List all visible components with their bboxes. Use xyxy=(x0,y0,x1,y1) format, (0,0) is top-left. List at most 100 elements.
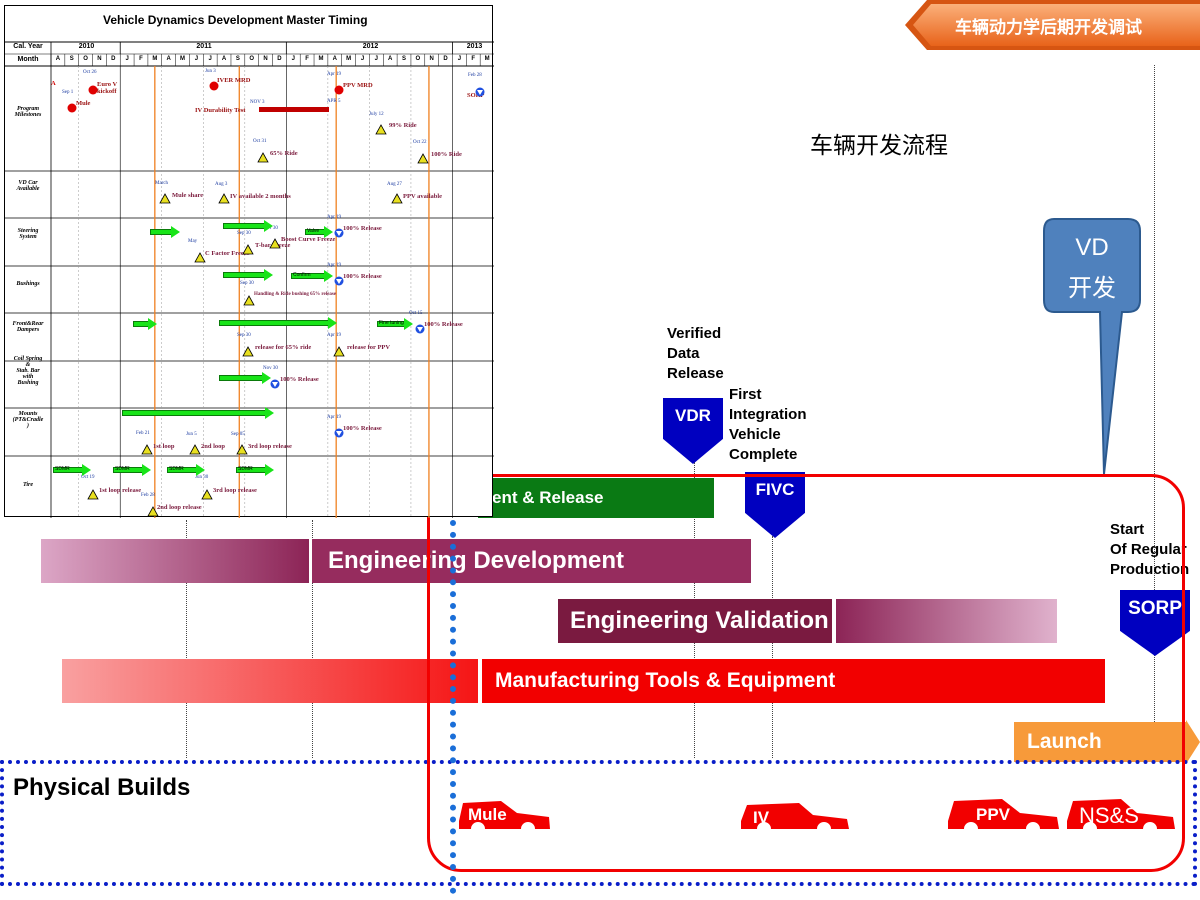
steer-release-text: 100% Release xyxy=(343,225,382,232)
month-cell: M xyxy=(180,56,186,62)
tire-arrow-label: SDMR xyxy=(55,466,70,472)
mule-car: Mule xyxy=(457,795,552,837)
ppv-car: PPV xyxy=(946,795,1061,837)
month-cell: J xyxy=(125,56,129,62)
mount-3rd-text: 3rd loop release xyxy=(248,443,292,450)
mule-date: Sep 1 xyxy=(62,90,74,95)
guide-line xyxy=(186,520,187,758)
engineering-development-bar: Engineering Development xyxy=(312,539,751,583)
nss-car: NS&S xyxy=(1065,795,1177,837)
mount-2nd-text: 2nd loop xyxy=(201,443,226,450)
month-cell: O xyxy=(83,56,88,62)
iver-date: Jun 3 xyxy=(205,69,216,74)
month-cell: M xyxy=(346,56,352,62)
cfactor-date: May xyxy=(188,239,198,244)
highlight-rect xyxy=(427,474,1185,872)
year-2012: 2012 xyxy=(362,43,379,50)
design-release-label: ent & Release xyxy=(492,488,604,507)
fivc-desc-line: Vehicle xyxy=(729,426,781,443)
bush-release-date: Apr 19 xyxy=(327,263,342,268)
month-cell: N xyxy=(263,56,268,62)
sorp-desc-line: Of Regular xyxy=(1110,541,1187,558)
year-2011: 2011 xyxy=(196,43,212,50)
ride100-text: 100% Ride xyxy=(431,151,462,158)
tire-3rd-text: 3rd loop release xyxy=(213,487,257,494)
manufacturing-bar-fade xyxy=(62,659,478,703)
vdr-marker: VDR xyxy=(663,398,723,464)
tire-arrow: SDMR xyxy=(53,464,91,476)
bush-handling-text: Handling & Ride bushing 65% release xyxy=(254,292,337,297)
tbar-date: Sep 30 xyxy=(237,231,251,236)
bush-confirm-label: Confirm xyxy=(293,272,311,278)
a-mark: A xyxy=(51,80,56,87)
launch-arrow: Launch xyxy=(1014,720,1200,764)
month-cell: M xyxy=(152,56,158,62)
fivc-desc-line: First xyxy=(729,386,762,403)
fivc-desc-line: Integration xyxy=(729,406,807,423)
physical-builds-frame xyxy=(0,760,1197,886)
damp-fine-label: Fine tuning xyxy=(379,320,404,326)
mount-3rd-date: Sep 05 xyxy=(231,432,245,437)
engineering-validation-bar: Engineering Validation xyxy=(558,599,832,643)
vdr-description: Verified Data Release xyxy=(667,324,724,384)
iver-mrd-text: IVER MRD xyxy=(217,77,251,84)
process-title: 车辆开发流程 xyxy=(810,132,948,158)
ride65-text: 65% Ride xyxy=(270,150,298,157)
iv-car: IV xyxy=(739,795,851,837)
month-cell: O xyxy=(249,56,255,62)
damp-ppv-date: Apr 19 xyxy=(327,333,342,338)
tire-1st-date: Oct 19 xyxy=(81,475,95,480)
spring-release-text: 100% Release xyxy=(280,376,319,383)
month-cell: J xyxy=(374,56,378,62)
month-cell: J xyxy=(194,56,199,62)
month-cell: A xyxy=(166,56,171,62)
ppv-available-text: PPV available xyxy=(403,193,443,200)
spring-arrow xyxy=(219,372,271,384)
launch-label: Launch xyxy=(1027,730,1102,753)
month-cell: A xyxy=(388,56,393,62)
mount-1st-date: Feb 21 xyxy=(136,431,150,436)
guide-line xyxy=(772,536,773,758)
mount-release-text: 100% Release xyxy=(343,425,382,432)
cal-year-label: Cal. Year xyxy=(13,43,43,50)
vdr-desc-line: Data xyxy=(667,345,700,362)
mule-share-date: March xyxy=(155,181,169,186)
damp-release-date: Oct 15 xyxy=(409,311,423,316)
steering-valve-arrow: Valve xyxy=(305,226,333,238)
tire-3rd-date: Jun 30 xyxy=(195,475,209,480)
year-2010: 2010 xyxy=(78,43,95,50)
iv-durability-date: NOV 3 xyxy=(250,100,265,105)
mule-label: Mule xyxy=(468,805,507,824)
damp-65-date: Sep 30 xyxy=(237,333,251,338)
manufacturing-label: Manufacturing Tools & Equipment xyxy=(495,669,836,692)
tire-arrow-label: SDMR xyxy=(169,466,184,472)
ride100-date: Oct 22 xyxy=(413,140,427,145)
month-label: Month xyxy=(17,56,39,63)
steering-arrow xyxy=(150,226,180,238)
tire-arrow-label: SDMR xyxy=(115,466,130,472)
cfactor-text: C Factor Freeze xyxy=(205,250,250,257)
month-cell: A xyxy=(332,56,337,62)
month-cell: J xyxy=(291,56,295,62)
apr5-date: APR 5 xyxy=(327,99,341,104)
month-cell: A xyxy=(221,56,227,62)
vd-callout: VD 开发 xyxy=(1040,216,1155,476)
damper-arrow xyxy=(133,318,157,330)
engineering-validation-label: Engineering Validation xyxy=(570,607,829,634)
guide-line xyxy=(1154,65,1155,758)
mule-text: Mule xyxy=(76,100,91,107)
month-cell: D xyxy=(111,56,116,62)
vd-callout-line1: VD xyxy=(1075,234,1109,261)
row-label-mounts: Mounts(PT&Cradle) xyxy=(12,411,44,429)
nss-label: NS&S xyxy=(1079,803,1139,828)
engineering-development-label: Engineering Development xyxy=(328,547,625,574)
month-cell: N xyxy=(97,56,102,62)
master-timing-chart: Vehicle Dynamics Development Master Timi… xyxy=(4,5,494,518)
vdr-desc-line: Verified xyxy=(667,325,722,342)
vd-callout-line2: 开发 xyxy=(1068,275,1116,302)
mount-release-date: Apr 19 xyxy=(327,415,342,420)
month-cell: F xyxy=(139,56,143,62)
